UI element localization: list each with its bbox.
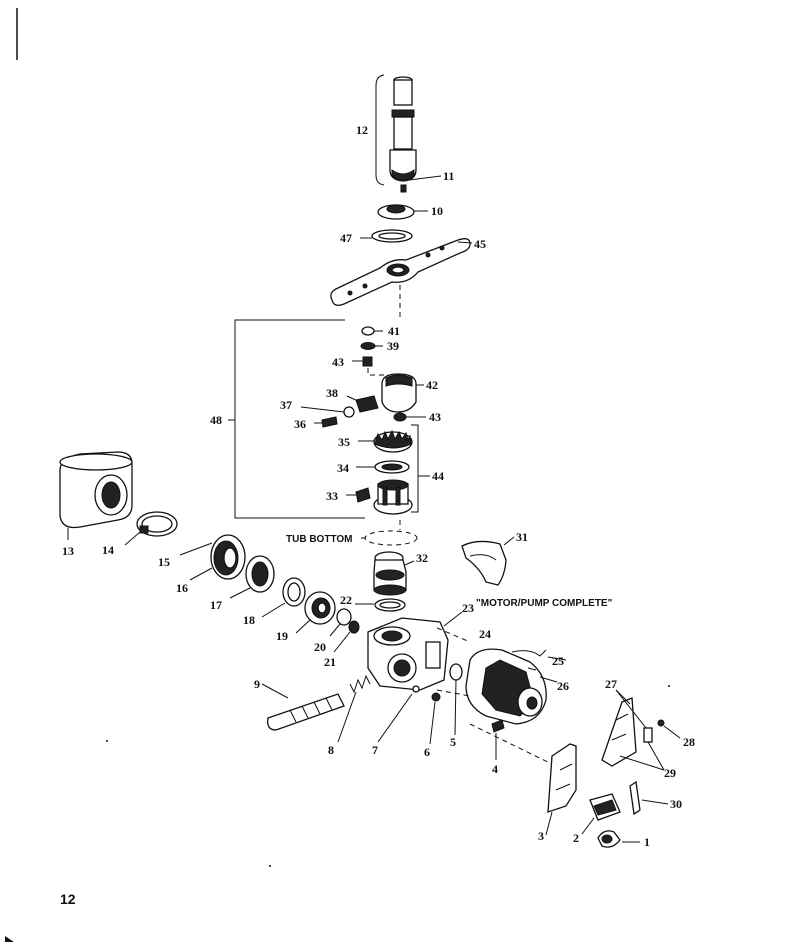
scan-dot [106, 740, 108, 742]
part-26-screw [527, 667, 558, 683]
scan-dot [269, 865, 271, 867]
callout-45: 45 [474, 237, 486, 251]
part-20-nut [329, 608, 352, 637]
part-16-impeller [189, 534, 246, 581]
callout-14: 14 [102, 543, 114, 557]
callout-7: 7 [372, 743, 378, 757]
part-30-bracket [629, 780, 669, 816]
part-21-nut [333, 620, 360, 653]
callout-9: 9 [254, 677, 260, 691]
callout-10: 10 [431, 204, 443, 218]
page-number: 12 [60, 891, 76, 907]
part-3-bracket [545, 743, 577, 836]
part-34-ring [356, 460, 410, 474]
part-42-housing [381, 373, 424, 413]
motor-assembly [436, 648, 547, 725]
part-15-screw [179, 542, 213, 556]
callout-2: 2 [573, 831, 579, 845]
scan-dot [668, 685, 670, 687]
part-8-spring [337, 674, 371, 743]
motor-pump-label: "MOTOR/PUMP COMPLETE" [476, 598, 613, 609]
part-27-bracket [601, 689, 681, 771]
part-36-screw [321, 416, 338, 428]
callout-24: 24 [479, 627, 491, 641]
callout-8: 8 [328, 743, 334, 757]
part-33-clip [355, 487, 371, 503]
callout-3: 3 [538, 829, 544, 843]
callout-28: 28 [683, 735, 695, 749]
callout-39: 39 [387, 339, 399, 353]
callout-6: 6 [424, 745, 430, 759]
part-14-clamp [124, 511, 178, 546]
callout-34: 34 [337, 461, 349, 475]
callout-43-lower: 43 [429, 410, 441, 424]
part-38-bracket [346, 395, 379, 413]
tub-bottom-label: TUB BOTTOM [286, 534, 352, 545]
part-18-ring [261, 577, 306, 618]
callout-11: 11 [443, 169, 454, 183]
tub-bottom-ring [361, 530, 418, 546]
part-13-adapter [59, 451, 133, 540]
part-37-washer [343, 406, 355, 418]
part-5-gasket [449, 663, 463, 736]
part-48-bracket [234, 319, 365, 519]
callout-22: 22 [340, 593, 352, 607]
part-45-spray-arm [330, 238, 473, 306]
part-23-pump-housing [367, 611, 463, 691]
callout-32: 32 [416, 551, 428, 565]
part-47-washer [360, 229, 413, 243]
callout-26: 26 [557, 679, 569, 693]
part-31-shroud [461, 536, 515, 586]
corner-mark [5, 936, 14, 942]
part-12-spray-tube [375, 74, 417, 186]
callout-17: 17 [210, 598, 222, 612]
callout-1: 1 [644, 835, 650, 849]
callout-41: 41 [388, 324, 400, 338]
callout-21: 21 [324, 655, 336, 669]
part-43-lower [393, 412, 407, 422]
part-2-mount [581, 793, 621, 835]
part-10-cap [377, 204, 428, 220]
callout-13: 13 [62, 544, 74, 558]
part-32-pump-cover [373, 551, 415, 596]
callout-23: 23 [462, 601, 474, 615]
callout-48: 48 [210, 413, 222, 427]
callout-30: 30 [670, 797, 682, 811]
callout-35: 35 [338, 435, 350, 449]
callout-16: 16 [176, 581, 188, 595]
callout-43-upper: 43 [332, 355, 344, 369]
part-11-screw [400, 184, 407, 193]
callout-47: 47 [340, 231, 352, 245]
callout-29: 29 [664, 766, 676, 780]
callout-18: 18 [243, 613, 255, 627]
callout-37: 37 [280, 398, 292, 412]
callout-44: 44 [432, 469, 444, 483]
callout-12: 12 [356, 123, 368, 137]
callout-5: 5 [450, 735, 456, 749]
part-25-wire [511, 649, 567, 661]
part-6-washer [429, 692, 441, 745]
part-44-hub [373, 479, 413, 515]
callout-42: 42 [426, 378, 438, 392]
part-7-seal [377, 685, 420, 743]
part-9-worm-shaft [261, 683, 345, 731]
part-35-gear [358, 429, 413, 453]
callout-4: 4 [492, 762, 498, 776]
part-4-screw [469, 719, 561, 769]
callout-36: 36 [294, 417, 306, 431]
callout-31: 31 [516, 530, 528, 544]
part-22-ring [355, 598, 406, 612]
callout-25: 25 [552, 654, 564, 668]
callout-38: 38 [326, 386, 338, 400]
part-17-seal [229, 555, 275, 599]
callout-19: 19 [276, 629, 288, 643]
part-41-39-43-stack [352, 326, 392, 376]
callout-20: 20 [314, 640, 326, 654]
callout-27: 27 [605, 677, 617, 691]
callout-15: 15 [158, 555, 170, 569]
callout-33: 33 [326, 489, 338, 503]
part-1-clip [597, 830, 640, 848]
part-19-impeller [295, 591, 336, 634]
